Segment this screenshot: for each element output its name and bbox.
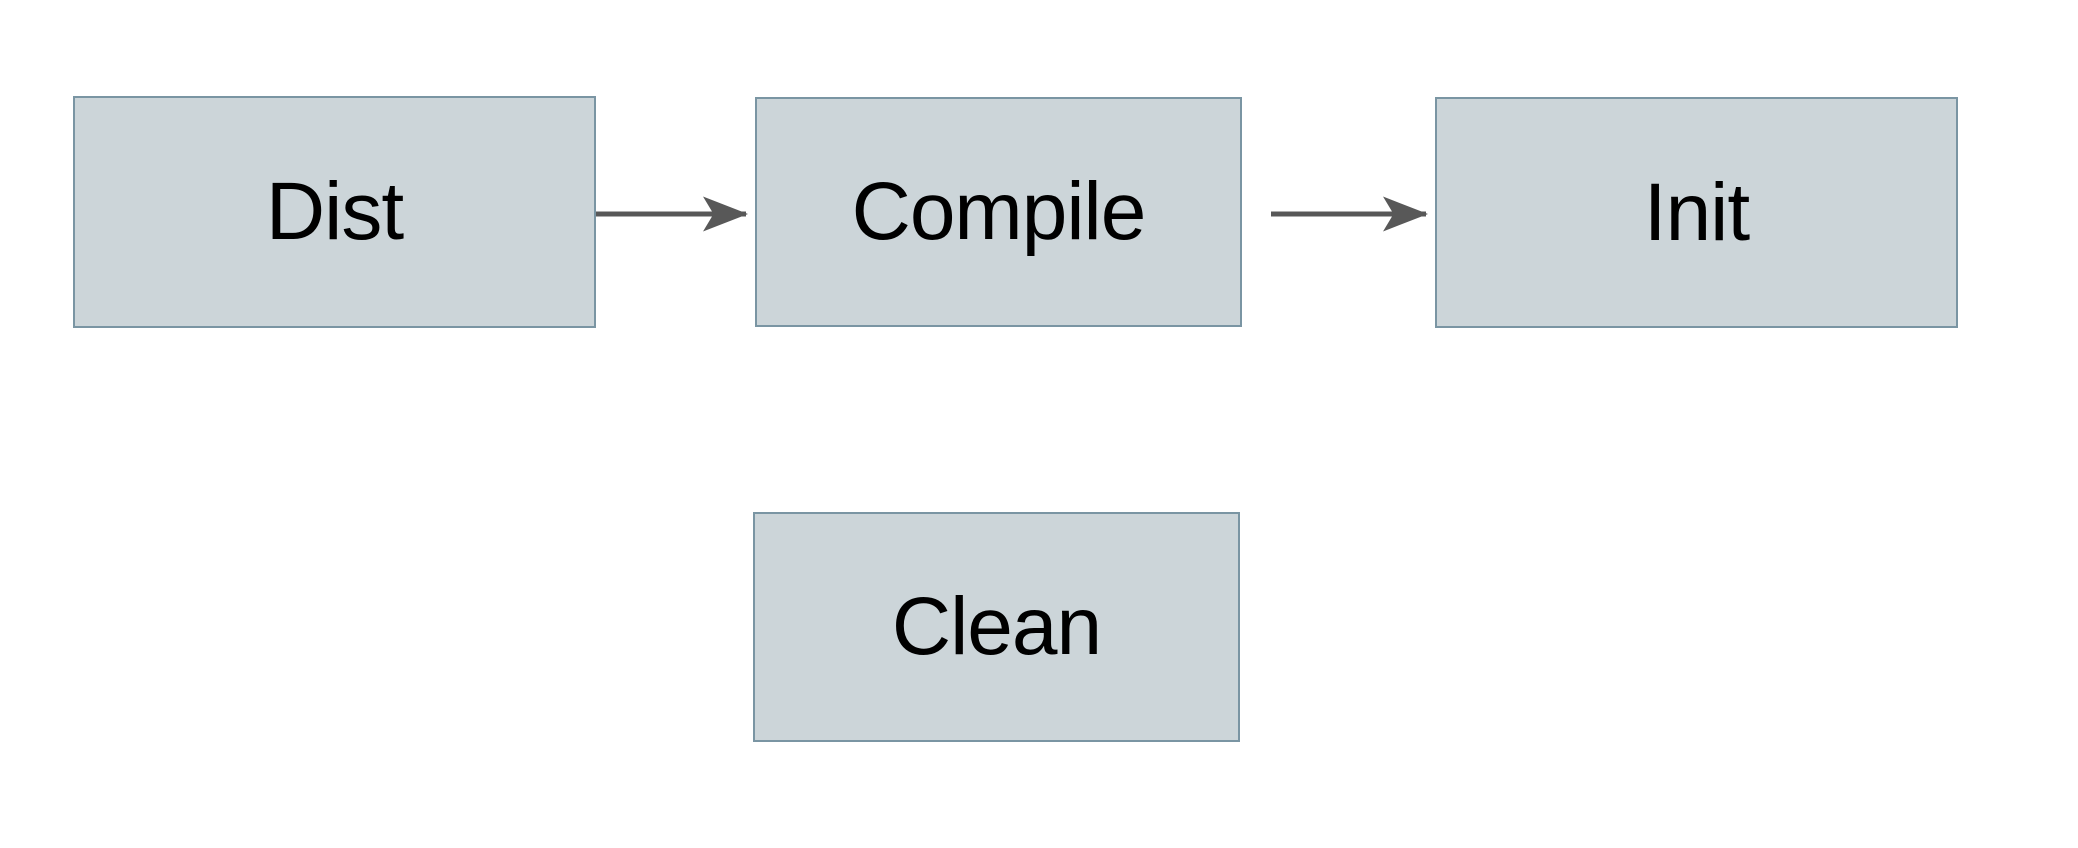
- node-clean-label: Clean: [891, 581, 1102, 672]
- node-clean[interactable]: Clean: [753, 512, 1240, 742]
- node-compile[interactable]: Compile: [755, 97, 1242, 327]
- node-init-label: Init: [1643, 166, 1750, 258]
- node-init[interactable]: Init: [1435, 97, 1958, 328]
- node-compile-label: Compile: [851, 166, 1147, 257]
- node-dist-label: Dist: [265, 166, 404, 257]
- node-dist[interactable]: Dist: [73, 96, 596, 328]
